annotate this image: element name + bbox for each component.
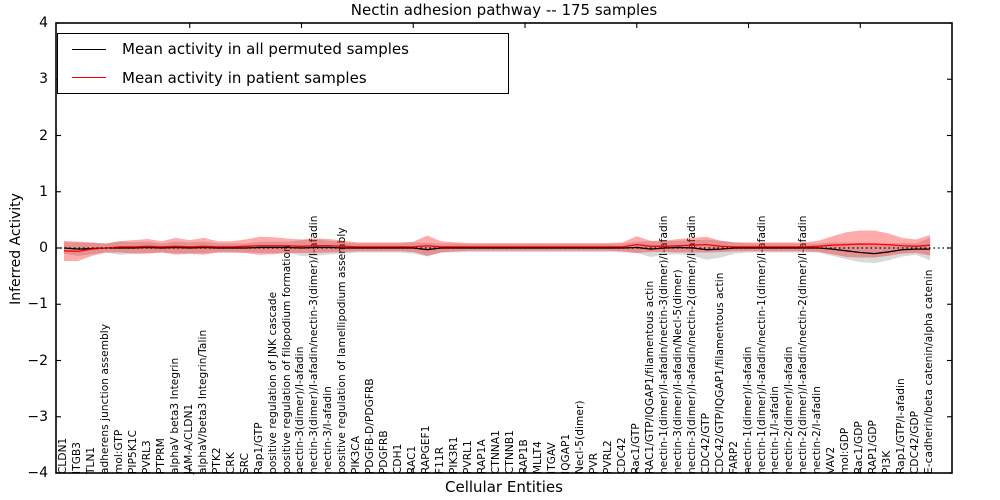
x-category-label: positive regulation of JNK cascade bbox=[266, 291, 279, 474]
x-category-label: Rac1/GTP bbox=[629, 423, 642, 474]
x-category-label: RAP1A bbox=[476, 439, 489, 474]
x-category-label: nectin-3(dimer)/I-afadin bbox=[294, 346, 307, 474]
x-category-label: CRK bbox=[224, 452, 237, 474]
y-tick-label: −2 bbox=[27, 352, 48, 369]
legend-row-permuted: Mean activity in all permuted samples bbox=[58, 36, 508, 62]
x-category-label: nectin-3(dimer)/I-afadin/nectin-2(dimer)… bbox=[685, 215, 698, 474]
y-tick-label: 2 bbox=[39, 127, 48, 144]
x-category-label: PI3K bbox=[881, 450, 894, 474]
x-category-label: CDC42/GTP/IQGAP1/filamentous actin bbox=[713, 272, 726, 474]
x-category-label: PDGFRB bbox=[378, 430, 391, 474]
x-category-label: RAC1/GTP/IQGAP1/filamentous actin bbox=[643, 280, 656, 474]
x-category-label: CDC42 bbox=[615, 437, 628, 474]
x-category-label: adherens junction assembly bbox=[98, 323, 111, 474]
x-category-label: Rap1/GTP/I-afadin bbox=[895, 378, 908, 474]
x-category-label: CLDN1 bbox=[57, 437, 69, 474]
x-category-label: ITGAV bbox=[545, 442, 558, 474]
patient-line-swatch-icon bbox=[72, 77, 106, 79]
x-category-label: nectin-2(dimer)/I-afadin/nectin-2(dimer)… bbox=[797, 215, 810, 474]
x-category-label: mol:GDP bbox=[839, 427, 852, 474]
x-category-label: RAPGEF1 bbox=[420, 425, 433, 474]
y-tick-label: 3 bbox=[39, 71, 48, 88]
x-category-label: PVRL1 bbox=[462, 440, 475, 474]
x-category-label: RAP1/GDP bbox=[867, 420, 880, 474]
x-category-label: PVRL2 bbox=[601, 440, 614, 474]
x-category-label: nectin-1(dimer)/I-afadin/nectin-1(dimer)… bbox=[755, 215, 768, 474]
y-tick-label: 0 bbox=[39, 240, 48, 256]
x-category-label: VAV2 bbox=[825, 446, 838, 474]
x-category-label: CTNNA1 bbox=[490, 430, 503, 474]
x-category-label: TLN1 bbox=[84, 446, 97, 474]
x-category-label: SRC bbox=[238, 452, 251, 474]
x-category-label: RAP1B bbox=[518, 439, 530, 474]
legend-label-patient: Mean activity in patient samples bbox=[122, 68, 367, 87]
x-category-label: nectin-3(dimer)/I-afadin/Necl-5(dimer) bbox=[671, 269, 684, 474]
y-tick-label: 1 bbox=[39, 183, 48, 200]
x-category-label: PVRL3 bbox=[140, 440, 153, 474]
x-category-label: nectin-3(dimer)/I-afadin/nectin-3(dimer)… bbox=[308, 215, 321, 474]
x-category-label: IQGAP1 bbox=[559, 433, 572, 474]
permuted-line-swatch-icon bbox=[72, 48, 106, 50]
y-tick-label: −1 bbox=[27, 296, 48, 313]
legend: Mean activity in all permuted samples Me… bbox=[57, 33, 509, 94]
y-tick-label: 4 bbox=[39, 15, 48, 31]
x-category-label: JAM-A/CLDN1 bbox=[182, 403, 195, 474]
x-category-label: CDH1 bbox=[392, 443, 405, 474]
x-category-label: nectin-1/I-afadin bbox=[769, 386, 782, 474]
x-category-label: Rap1/GTP bbox=[252, 422, 265, 474]
x-category-label: CDC42/GTP bbox=[699, 412, 712, 474]
x-category-label: ITGB3 bbox=[70, 441, 83, 474]
x-category-label: PIP5K1C bbox=[126, 429, 139, 474]
y-tick-label: −4 bbox=[27, 465, 48, 481]
plot-title: Nectin adhesion pathway -- 175 samples bbox=[350, 1, 658, 19]
x-category-label: PTK2 bbox=[210, 447, 223, 474]
x-category-label: nectin-1(dimer)/I-afadin/nectin-3(dimer)… bbox=[657, 215, 670, 474]
x-axis-label: Cellular Entities bbox=[445, 478, 563, 496]
x-category-label: PTPRM bbox=[154, 438, 167, 474]
x-category-label: positive regulation of lamellipodium ass… bbox=[336, 227, 349, 474]
x-category-label: Rac1/GDP bbox=[853, 421, 866, 474]
x-category-label: nectin-2(dimer)/I-afadin bbox=[783, 346, 796, 474]
x-category-label: PIK3R1 bbox=[448, 436, 461, 474]
x-category-label: alphaV beta3 Integrin bbox=[168, 357, 181, 474]
x-category-label: alphaV/beta3 Integrin/Talin bbox=[196, 329, 209, 474]
x-category-label: MLLT4 bbox=[531, 441, 544, 474]
x-category-label: positive regulation of filopodium format… bbox=[280, 245, 293, 474]
legend-row-patient: Mean activity in patient samples bbox=[58, 65, 508, 91]
x-category-label: mol:GTP bbox=[112, 429, 125, 474]
y-axis-label: Inferred Activity bbox=[8, 193, 24, 305]
x-category-label: RAC1 bbox=[406, 445, 419, 474]
x-category-label: CTNNB1 bbox=[504, 430, 517, 474]
x-category-label: PVR bbox=[587, 452, 600, 474]
x-category-label: nectin-1(dimer)/I-afadin bbox=[741, 346, 754, 474]
x-category-label: nectin-2/I-afadin bbox=[811, 386, 824, 474]
x-category-label: Necl-5(dimer) bbox=[573, 400, 586, 474]
x-category-label: PIK3CA bbox=[350, 435, 363, 474]
x-category-label: E-cadherin/beta catenin/alpha catenin bbox=[923, 269, 936, 474]
x-category-label: nectin-3/I-afadin bbox=[322, 386, 335, 474]
x-category-label: CDC42/GDP bbox=[909, 410, 922, 474]
x-category-label: FARP2 bbox=[727, 440, 740, 474]
x-category-label: F11R bbox=[434, 446, 447, 474]
x-category-label: PDGFB-D/PDGFRB bbox=[364, 378, 377, 474]
legend-label-permuted: Mean activity in all permuted samples bbox=[122, 40, 409, 59]
y-tick-label: −3 bbox=[27, 408, 48, 425]
